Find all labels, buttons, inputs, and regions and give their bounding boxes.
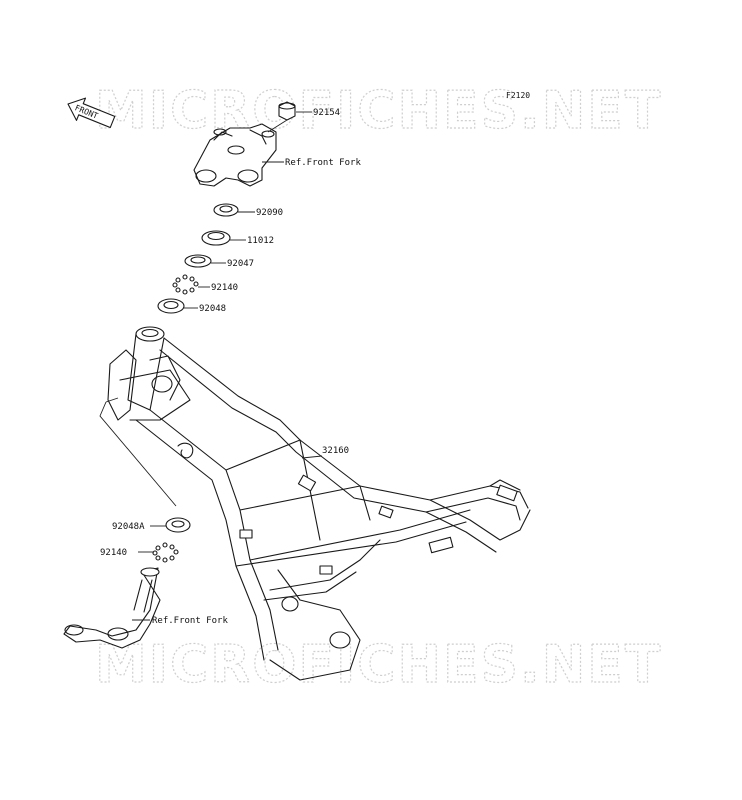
race-92048 [157, 298, 185, 314]
callout-11012: 11012 [247, 236, 274, 246]
upper-triple-clamp [193, 123, 277, 187]
lower-steering-stem [63, 567, 161, 649]
watermark-top: MICROFICHES.NET [95, 81, 662, 141]
callout-92154: 92154 [313, 108, 340, 118]
race-92047 [184, 254, 212, 268]
race-92048A [165, 517, 191, 533]
stem-nut-92154 [278, 101, 296, 121]
diagram-code: F2120 [506, 91, 530, 100]
ball-ring-92140-lower [152, 542, 179, 563]
callout-92090: 92090 [256, 208, 283, 218]
dust-seal-11012 [201, 230, 231, 246]
callout-92047: 92047 [227, 259, 254, 269]
callout-ref-front-fork-lower: Ref.Front Fork [152, 616, 228, 626]
ball-ring-92140-upper [172, 274, 199, 295]
callout-92048: 92048 [199, 304, 226, 314]
callout-32160: 32160 [322, 446, 349, 456]
washer-92090 [213, 203, 239, 217]
callout-92140-upper: 92140 [211, 283, 238, 293]
callout-92140-lower: 92140 [100, 548, 127, 558]
callout-92048A: 92048A [112, 522, 145, 532]
watermark-bottom: MICROFICHES.NET [95, 635, 662, 695]
callout-ref-front-fork-upper: Ref.Front Fork [285, 158, 361, 168]
frame-32160 [107, 326, 531, 681]
